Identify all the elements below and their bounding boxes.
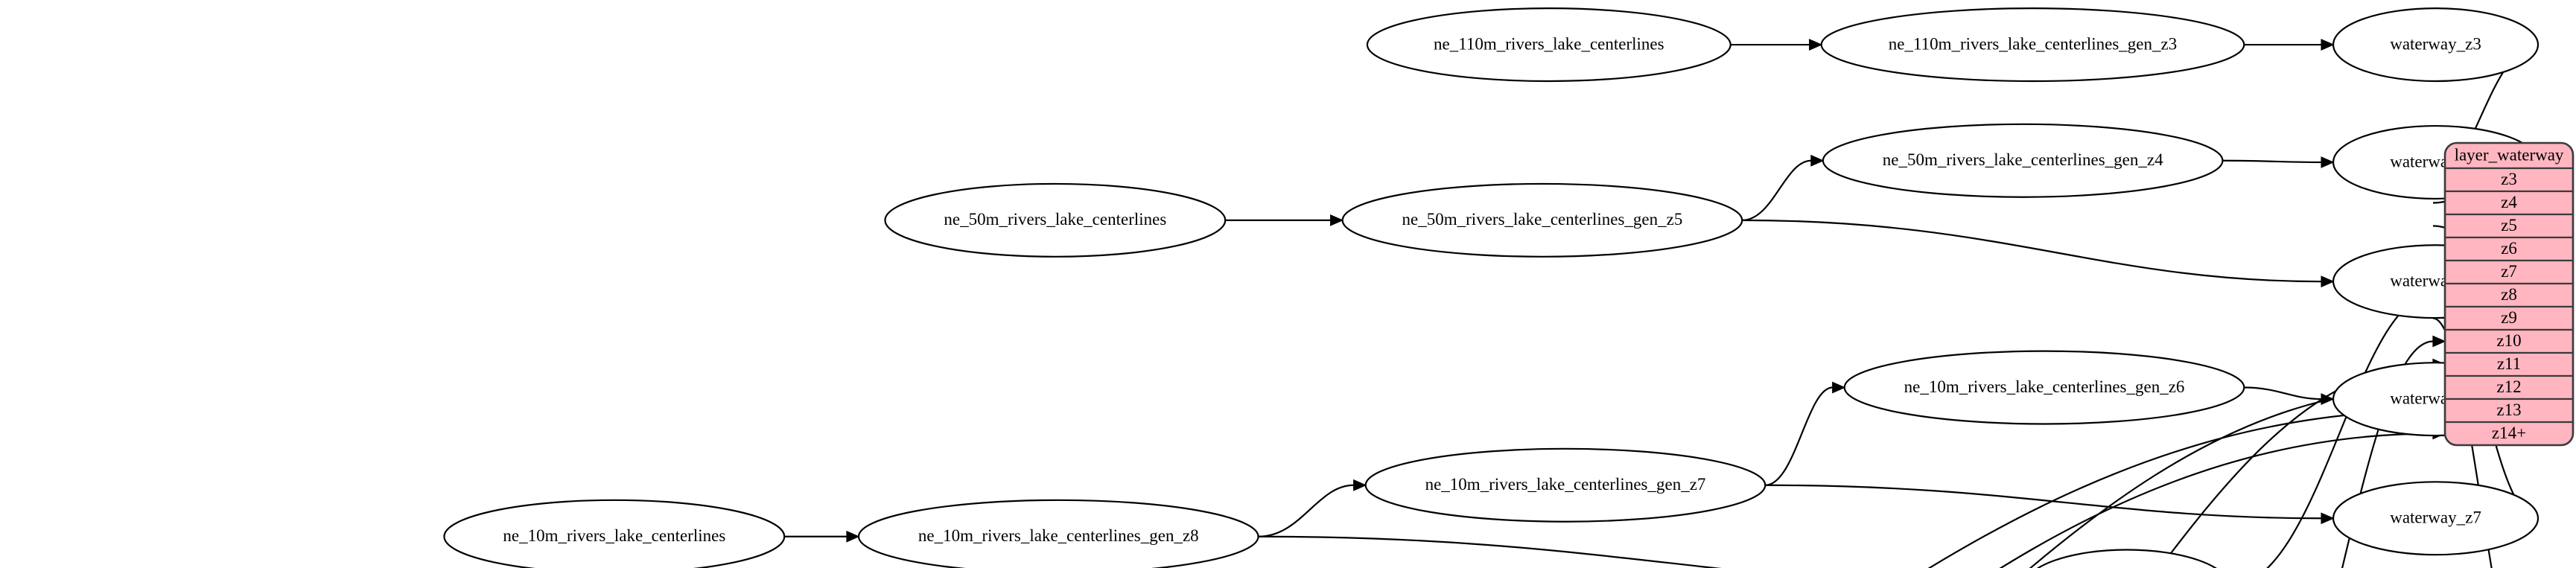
table-row-cell-z13[interactable]	[2445, 398, 2573, 424]
node-shape	[1843, 350, 2245, 425]
node-waterway_z3[interactable]: waterway_z3	[2332, 7, 2540, 83]
edge-ne_10m_rivers_lake_centerlines_gen_z7-to-ne_10m_rivers_lake_centerlines_gen_z6	[1765, 381, 1846, 486]
node-ne_110m_rivers_lake_centerlines_gen_z3[interactable]: ne_110m_rivers_lake_centerlines_gen_z3	[1820, 7, 2245, 83]
table-row-label-z9: z9	[2501, 308, 2517, 327]
layer-waterway-table: layer_waterway z3 z4 z5 z6 z7 z8 z9 z10 z11 z12 z13…	[2443, 141, 2575, 447]
node-shape	[2332, 7, 2540, 83]
table-row-label-z4: z4	[2501, 193, 2517, 211]
node-shape	[1822, 123, 2224, 198]
node-shape	[1366, 7, 1731, 83]
node-ne_50m_rivers_lake_centerlines_gen_z4[interactable]: ne_50m_rivers_lake_centerlines_gen_z4	[1822, 123, 2224, 198]
table-title-label: layer_waterway	[2455, 145, 2564, 164]
node-ne_50m_rivers_lake_centerlines_gen_z5[interactable]: ne_50m_rivers_lake_centerlines_gen_z5	[1341, 182, 1743, 258]
node-label: ne_50m_rivers_lake_centerlines_gen_z4	[1883, 150, 2163, 169]
table-row-cell-z9[interactable]	[2445, 305, 2573, 331]
table-row-label-z7: z7	[2501, 262, 2517, 281]
node-label: ne_10m_rivers_lake_centerlines	[503, 526, 725, 545]
node-shape	[1364, 447, 1766, 523]
table-row-label-z14+: z14+	[2492, 424, 2526, 442]
node-label: ne_110m_rivers_lake_centerlines	[1434, 34, 1664, 53]
edge-ne_10m_rivers_lake_centerlines_gen_z8-to-ne_10m_rivers_lake_centerlines_gen_z7	[1258, 479, 1367, 537]
node-ne_10m_rivers_lake_centerlines_gen_z8[interactable]: ne_10m_rivers_lake_centerlines_gen_z8	[857, 499, 1259, 568]
table-row-label-z13: z13	[2496, 401, 2521, 419]
node-label: ne_50m_rivers_lake_centerlines	[944, 210, 1166, 229]
node-ne_10m_rivers_lake_centerlines[interactable]: ne_10m_rivers_lake_centerlines	[443, 499, 786, 568]
node-label: ne_10m_rivers_lake_centerlines_gen_z6	[1904, 377, 2185, 396]
table-row-cell-z4[interactable]	[2445, 190, 2573, 216]
node-label: ne_110m_rivers_lake_centerlines_gen_z3	[1889, 34, 2177, 53]
table-title-cell	[2445, 143, 2573, 170]
node-ne_10m_rivers_lake_centerlines_gen_z7[interactable]: ne_10m_rivers_lake_centerlines_gen_z7	[1364, 447, 1766, 523]
node-shape	[2332, 481, 2540, 556]
table-row-label-z5: z5	[2501, 216, 2517, 234]
edge-ne_10m_rivers_lake_centerlines-to-ne_10m_rivers_lake_centerlines_gen_z8	[784, 530, 860, 543]
edge-ne_50m_rivers_lake_centerlines_gen_z5-to-ne_50m_rivers_lake_centerlines_gen_z4	[1742, 154, 1825, 221]
table-row-cell-z10[interactable]	[2445, 328, 2573, 354]
table-row-cell-z8[interactable]	[2445, 282, 2573, 308]
table-row-label-z6: z6	[2501, 239, 2517, 258]
node-waterway_z8[interactable]: waterway_z8	[2024, 549, 2229, 568]
node-label: ne_50m_rivers_lake_centerlines_gen_z5	[1402, 210, 1683, 229]
node-ne_110m_rivers_lake_centerlines[interactable]: ne_110m_rivers_lake_centerlines	[1366, 7, 1731, 83]
nodes-layer: imposm3osm_waterway_linestringosm_import…	[443, 7, 2540, 568]
node-ne_50m_rivers_lake_centerlines[interactable]: ne_50m_rivers_lake_centerlines	[884, 182, 1227, 258]
table-outline	[2443, 141, 2575, 447]
table-row-cell-z14+[interactable]	[2445, 421, 2573, 445]
node-label: ne_10m_rivers_lake_centerlines_gen_z8	[918, 526, 1199, 545]
table-row-cell-z7[interactable]	[2445, 259, 2573, 285]
node-ne_10m_rivers_lake_centerlines_gen_z6[interactable]: ne_10m_rivers_lake_centerlines_gen_z6	[1843, 350, 2245, 425]
node-shape	[2036, 549, 2217, 568]
table-row-cell-z12[interactable]	[2445, 374, 2573, 401]
table-body	[2445, 143, 2573, 445]
table-row-label-z8: z8	[2501, 285, 2517, 304]
node-waterway_z7[interactable]: waterway_z7	[2332, 481, 2540, 556]
edge-ne_10m_rivers_lake_centerlines_gen_z7-to-waterway_z7	[1765, 484, 2335, 525]
node-shape	[857, 499, 1259, 568]
node-shape	[1341, 182, 1743, 258]
node-label: waterway_z3	[2390, 34, 2481, 53]
table-row-label-z11: z11	[2497, 354, 2521, 373]
edge-ne_50m_rivers_lake_centerlines_gen_z4-to-waterway_z4	[2222, 156, 2335, 168]
node-shape	[443, 499, 786, 568]
node-shape	[884, 182, 1227, 258]
edge-ne_50m_rivers_lake_centerlines_gen_z5-to-waterway_z5	[1742, 219, 2335, 288]
table-row-label-z3: z3	[2501, 170, 2517, 188]
edge-ne_110m_rivers_lake_centerlines_gen_z3-to-waterway_z3	[2244, 39, 2335, 51]
table-row-label-z12: z12	[2496, 377, 2521, 396]
table-row-cell-z5[interactable]	[2445, 213, 2573, 239]
table-row-label-z10: z10	[2496, 331, 2521, 350]
edges-layer	[784, 39, 2539, 568]
edge-ne_110m_rivers_lake_centerlines-to-ne_110m_rivers_lake_centerlines_gen_z3	[1730, 39, 1823, 51]
edge-ne_50m_rivers_lake_centerlines-to-ne_50m_rivers_lake_centerlines_gen_z5	[1225, 214, 1344, 226]
node-shape	[1820, 7, 2245, 83]
edge-ne_10m_rivers_lake_centerlines_gen_z8-to-waterway_z8	[1258, 535, 1723, 568]
node-label: ne_10m_rivers_lake_centerlines_gen_z7	[1425, 475, 1706, 494]
node-label: waterway_z7	[2390, 508, 2481, 527]
